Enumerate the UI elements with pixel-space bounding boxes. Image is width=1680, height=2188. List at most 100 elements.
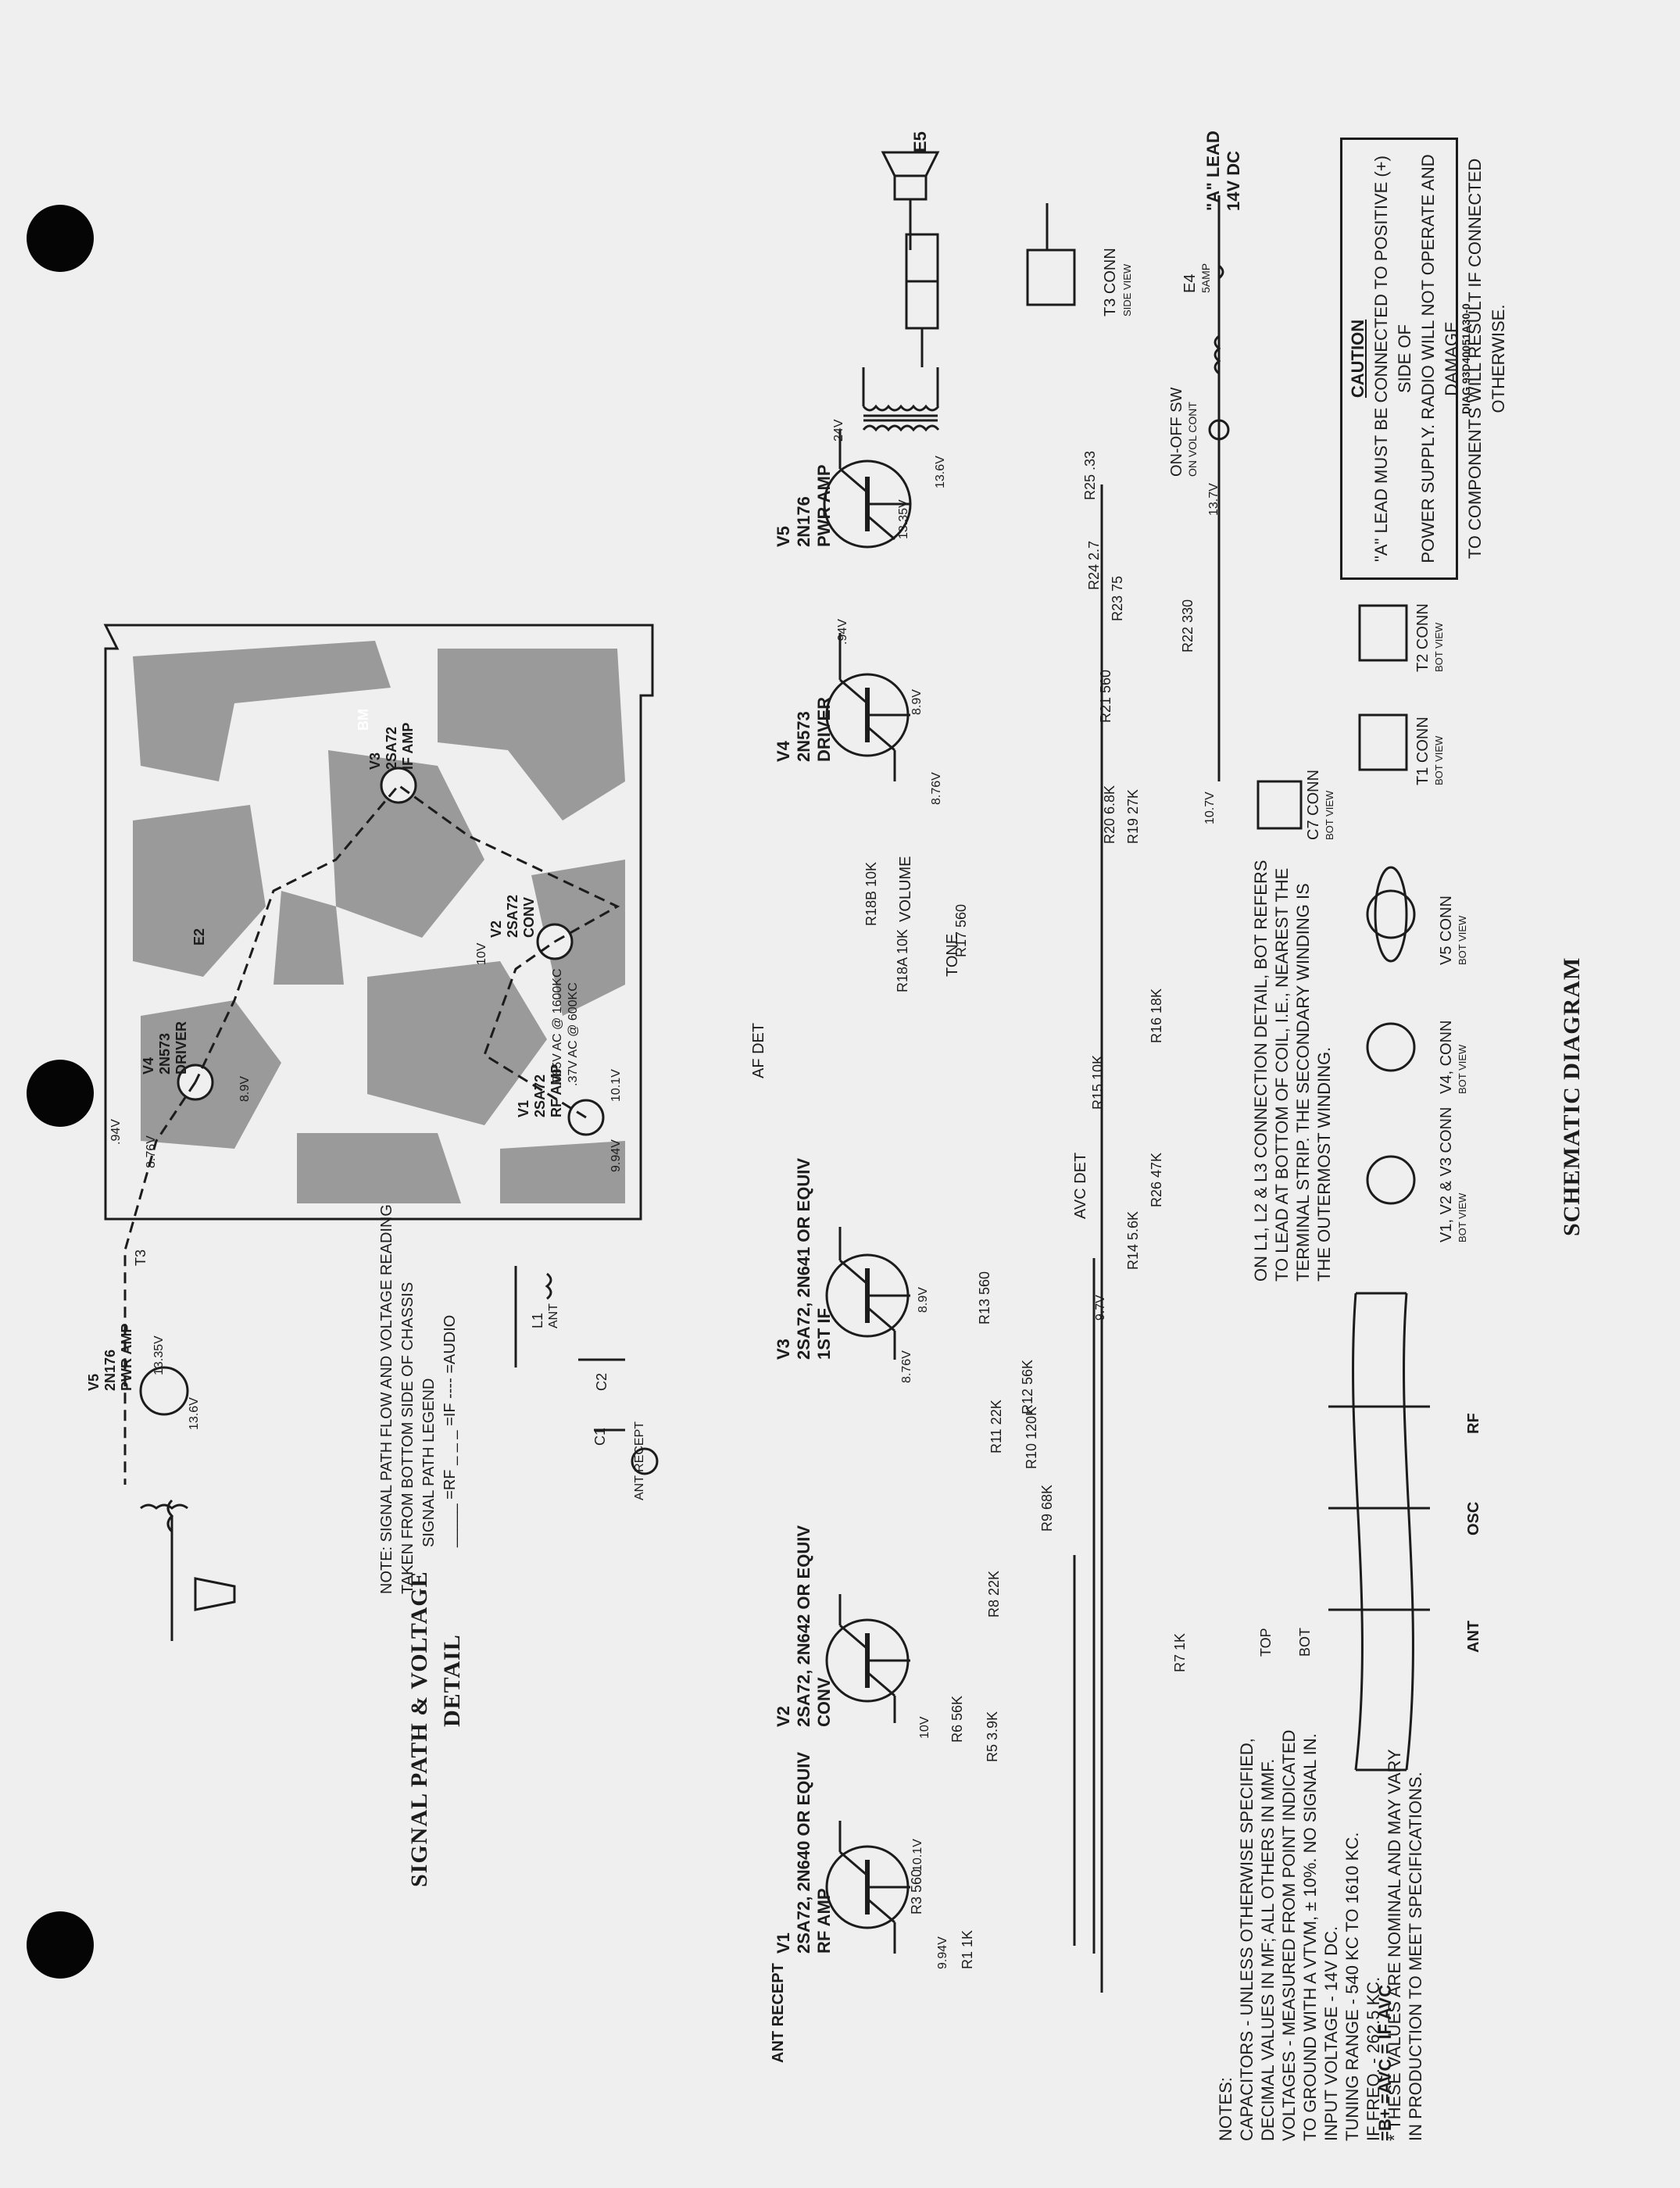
v1-label: V1 2SA72, 2N640 OR EQUIV RF AMP xyxy=(774,1752,835,1954)
v3-type: 2SA72, 2N641 OR EQUIV xyxy=(794,1157,813,1360)
voltage-label: 13.6V xyxy=(934,456,947,488)
t1-conn-label: T1 CONN xyxy=(1414,717,1432,785)
component-label: R25 .33 xyxy=(1082,450,1098,500)
v4-role: DRIVER xyxy=(814,696,834,762)
v1-transistor xyxy=(825,1821,910,1954)
v5-label: V5 2N176 PWR AMP xyxy=(774,464,835,547)
component-label: R18B 10K xyxy=(863,861,879,926)
chassis-label: V2 xyxy=(488,920,504,938)
t3-side-view: SIDE VIEW xyxy=(1121,263,1133,316)
ant-recept-label: ANT RECEPT xyxy=(770,1963,787,2063)
chassis-c2: C2 xyxy=(594,1372,609,1391)
component-label: R10 120K xyxy=(1024,1406,1039,1469)
t2-bot-view: BOT VIEW xyxy=(1433,622,1445,672)
c7-conn-box xyxy=(1256,780,1303,830)
component-label: R22 330 xyxy=(1180,599,1196,652)
chassis-label: 2N573 xyxy=(157,1032,173,1074)
chassis-voltage: 9.94V xyxy=(609,1139,623,1172)
v4-transistor xyxy=(825,633,910,781)
top-label: TOP xyxy=(1258,1628,1274,1657)
component-label: R24 2.7 xyxy=(1086,540,1102,590)
ant-label: ANT xyxy=(1465,1620,1482,1653)
t2-conn-box xyxy=(1358,604,1408,662)
on-off-label: ON-OFF SW xyxy=(1168,387,1185,477)
v5-conn-label: V5 CONN xyxy=(1438,896,1455,965)
chassis-voltage: 13.6V xyxy=(188,1397,201,1430)
component-label: R9 68K xyxy=(1039,1484,1055,1532)
voltage-label: 8.76V xyxy=(900,1350,913,1383)
chassis-v2-label: V2 2SA72 CONV xyxy=(488,895,538,938)
v3-transistor xyxy=(825,1227,910,1360)
v2-transistor xyxy=(825,1594,910,1723)
chassis-voltage: 13.35V xyxy=(152,1335,166,1375)
t3-conn-box xyxy=(1026,248,1076,306)
chassis-ant-recept xyxy=(631,1447,659,1475)
v4-type: 2N573 xyxy=(794,711,813,762)
chassis-ant: ANT xyxy=(547,1303,560,1328)
t2-conn-label: T2 CONN xyxy=(1414,603,1432,672)
chassis-freq-note: .085V AC @ 1600KC xyxy=(551,968,564,1086)
t1-bot-view: BOT VIEW xyxy=(1433,735,1445,785)
chassis-t3: T3 xyxy=(133,1249,148,1266)
v5-transistor xyxy=(823,430,912,549)
voltage-label: 9.7V xyxy=(1094,1295,1107,1321)
component-label: R14 5.6K xyxy=(1125,1210,1141,1270)
component-label: R15 10K xyxy=(1090,1054,1106,1110)
component-label: R1 1K xyxy=(960,1929,975,1969)
signal-path-rf xyxy=(483,940,587,1119)
chassis-l1: L1 xyxy=(530,1312,545,1328)
speaker xyxy=(881,151,940,367)
v4-conn-label: V4, CONN xyxy=(1438,1020,1455,1094)
chassis-voltage: 8.76V xyxy=(145,1135,158,1168)
chassis-c1: C1 xyxy=(592,1427,608,1446)
v3-role: 1ST IF xyxy=(814,1307,834,1360)
voltage-label: 10V xyxy=(918,1716,931,1739)
chassis-label: V1 xyxy=(516,1099,531,1117)
voltage-label: 10.7V xyxy=(1203,792,1217,824)
component-label: R11 22K xyxy=(988,1400,1004,1453)
v2-label: V2 2SA72, 2N642 OR EQUIV CONV xyxy=(774,1525,835,1727)
chassis-l1 xyxy=(545,1272,552,1300)
voltage-label: 8.9V xyxy=(917,1287,930,1313)
a-lead-voltage: 14V DC xyxy=(1224,150,1243,211)
coil-terminal-strip xyxy=(1328,1292,1430,1771)
binder-hole-bottom xyxy=(27,1911,94,1979)
signal-path-audio xyxy=(123,1081,197,1485)
component-label: R26 47K xyxy=(1149,1152,1164,1207)
v1-ref: V1 xyxy=(774,1932,793,1954)
voltage-label: 8.76V xyxy=(930,772,943,805)
v5-role: PWR AMP xyxy=(814,464,834,547)
v3-ref: V3 xyxy=(774,1339,793,1360)
chassis-e2-label: E2 xyxy=(191,928,207,946)
speaker-label: E5 xyxy=(910,131,930,152)
t4-transformer xyxy=(862,367,940,432)
voltage-label: 24V xyxy=(832,419,845,442)
chassis-ant-recept: ANT RECEPT xyxy=(633,1421,646,1500)
voltage-label: 10.1V xyxy=(911,1839,924,1872)
chassis-voltage: 8.9V xyxy=(238,1076,252,1102)
v5-conn-view xyxy=(1366,889,1416,939)
component-label: R7 1K xyxy=(1172,1632,1188,1672)
signal-path-if xyxy=(194,783,620,1083)
component-label: R8 22K xyxy=(986,1570,1002,1618)
caution-box: CAUTION "A" LEAD MUST BE CONNECTED TO PO… xyxy=(1340,138,1508,580)
v123-conn-view xyxy=(1366,1155,1416,1205)
v5-ref: V5 xyxy=(774,526,793,547)
voltage-label: .94V xyxy=(836,619,849,645)
binder-hole-top xyxy=(27,205,94,272)
chassis-label: V3 xyxy=(367,752,383,770)
chassis-v5 xyxy=(139,1366,189,1416)
chassis-label: 2SA72 xyxy=(384,726,399,770)
chassis-board-outline xyxy=(103,624,654,1221)
volume-label: VOLUME xyxy=(897,856,914,922)
chassis-v3 xyxy=(380,767,417,804)
v1-type: 2SA72, 2N640 OR EQUIV xyxy=(794,1751,813,1954)
chassis-label: PWR AMP xyxy=(119,1323,134,1391)
component-label: R18A 10K xyxy=(895,928,910,992)
rf-label: RF xyxy=(1465,1413,1482,1434)
component-label: R6 56K xyxy=(949,1695,965,1743)
v2-role: CONV xyxy=(814,1677,834,1727)
t3-conn-label: T3 CONN xyxy=(1102,248,1119,316)
